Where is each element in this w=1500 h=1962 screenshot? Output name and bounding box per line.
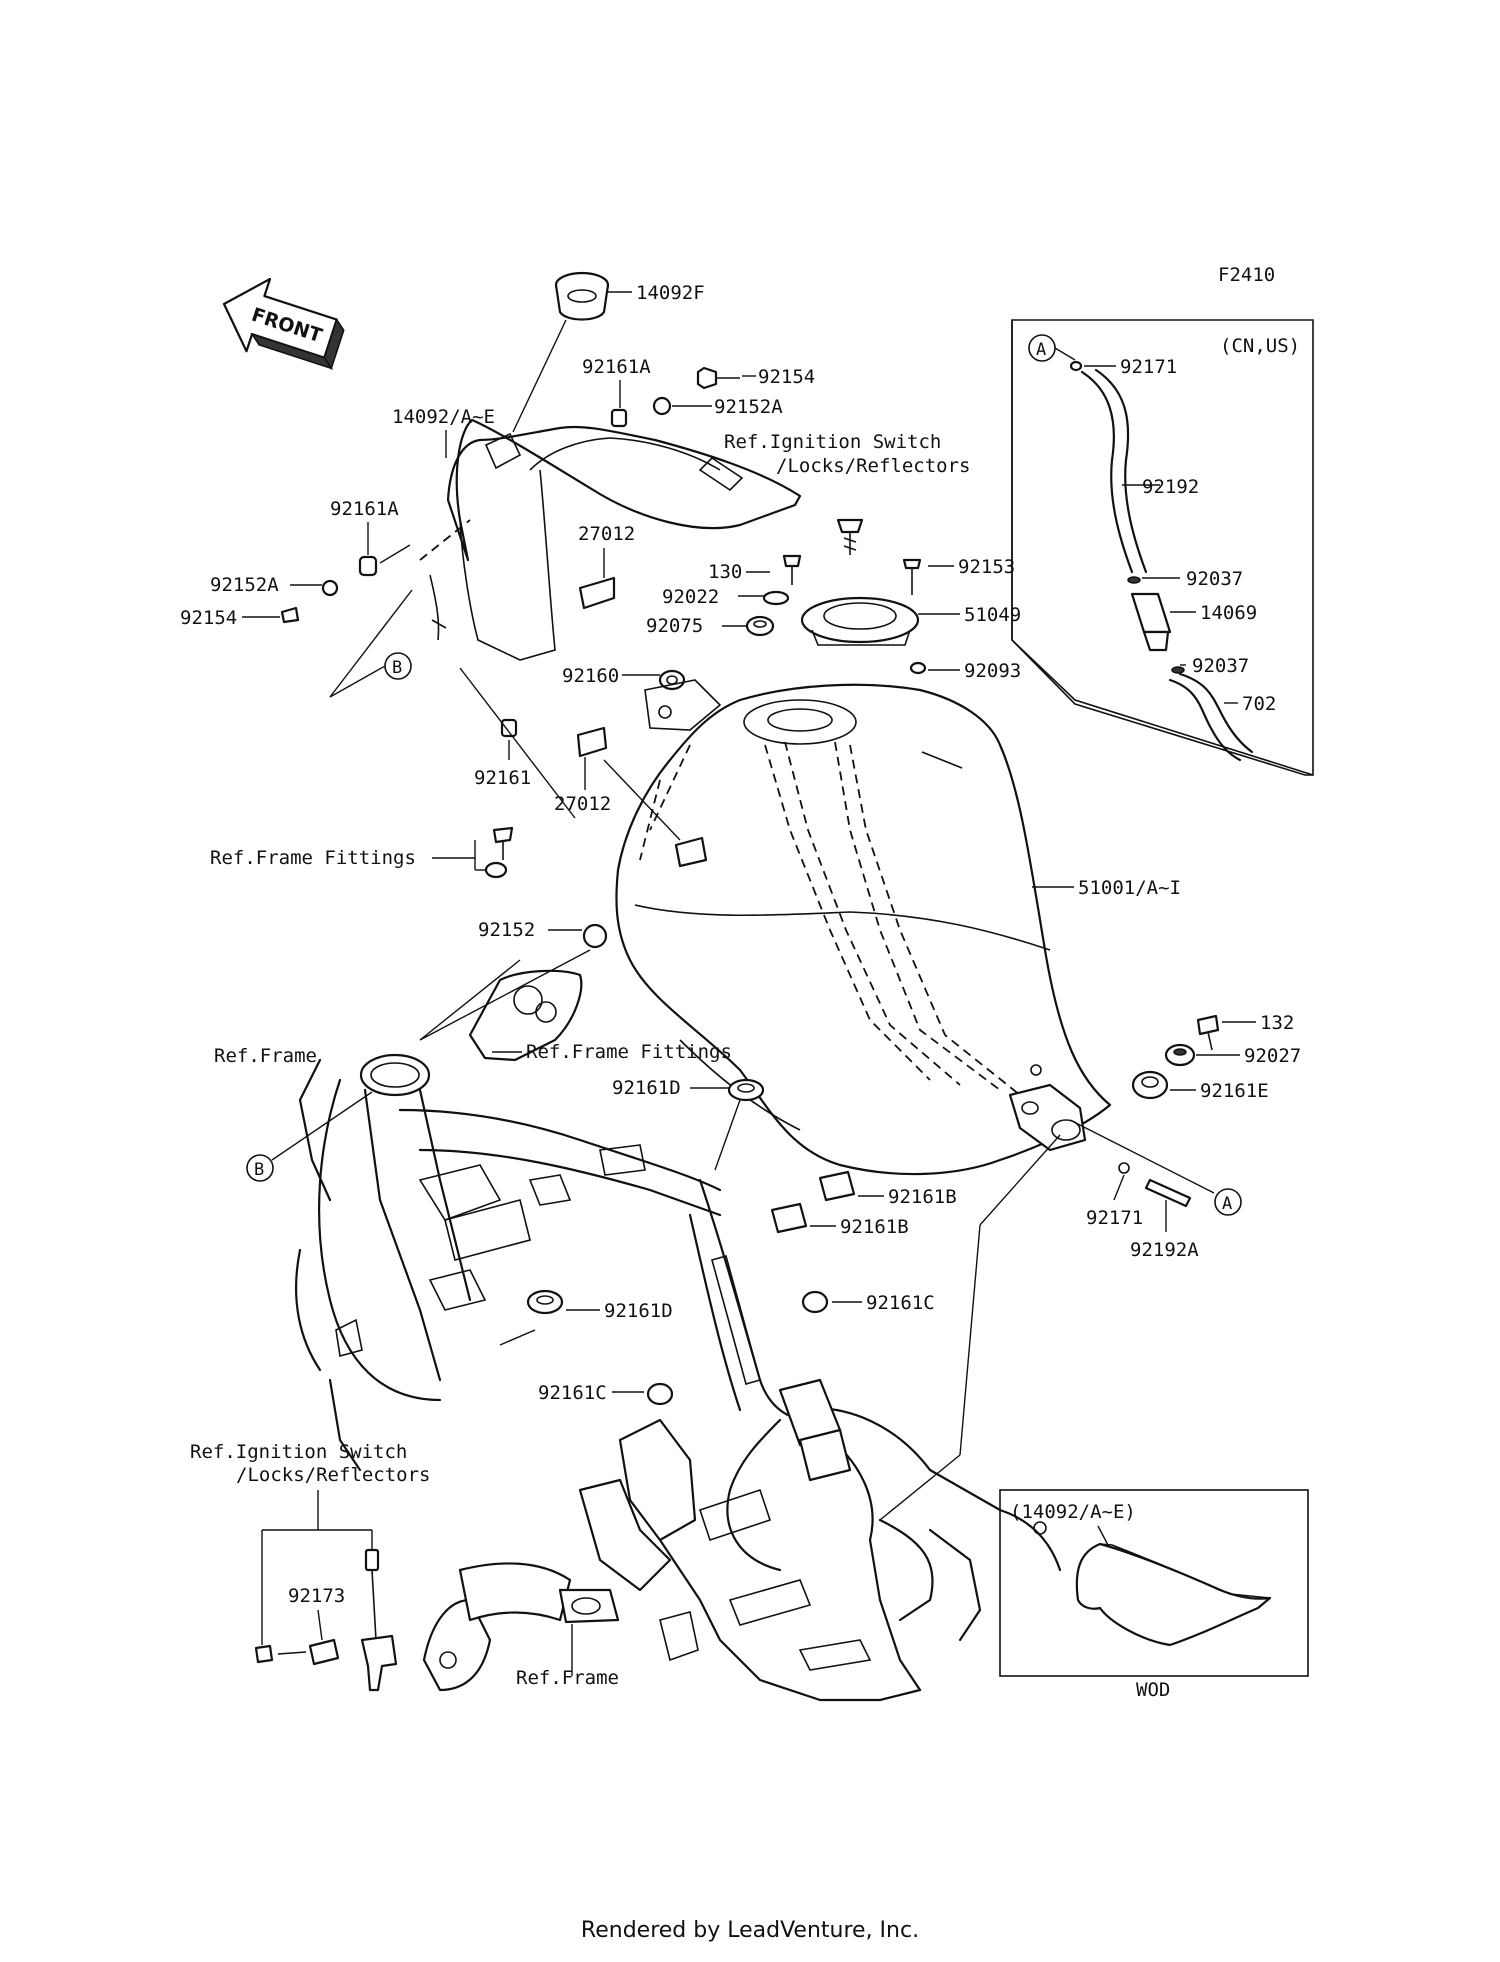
inset-wod-caption: WOD [1136,1679,1170,1701]
inset-wod: (14092/A~E) WOD [999,1489,1309,1701]
inset-region-label: (CN,US) [1220,335,1300,357]
callout-92161E: 92161E [1200,1080,1269,1102]
callout-92075: 92075 [646,615,703,637]
cap-plate-51049: 92153 51049 92093 [800,556,1021,682]
fasteners-left: 92161A 92152A 92154 [180,498,411,629]
grommet-92161D-top: 92161D [612,1077,765,1171]
marker-b-upper-label: B [392,658,402,678]
callout-92152A-top: 92152A [714,396,783,418]
callout-92161C-right: 92161C [866,1292,935,1314]
callout-92153: 92153 [958,556,1015,578]
tank-cover-14092 [419,418,802,661]
callout-92161B-1: 92161B [888,1186,957,1208]
callout-92161: 92161 [474,767,531,789]
render-credit: Rendered by LeadVenture, Inc. [580,1918,920,1943]
callout-27012-top: 27012 [578,523,635,545]
inset-callout-92171: 92171 [1120,356,1177,378]
fasteners-top: 92161A 92154 92152A [582,356,815,428]
inset-cn-us: (CN,US) A 92171 92192 92037 14069 92037 … [1011,319,1314,776]
decal-27012-top: 27012 [578,523,635,610]
inset-callout-92037-top: 92037 [1186,568,1243,590]
marker-b-upper: B [329,589,413,698]
marker-b-lower-label: B [254,1160,264,1180]
frame-structure [294,1053,1062,1702]
callout-92171-bottom: 92171 [1086,1207,1143,1229]
ref-ignition-bottom-line1: Ref.Ignition Switch [190,1441,407,1463]
grommet-92161: 92161 [474,718,531,789]
inset-callout-92192: 92192 [1142,476,1199,498]
callout-92161A-top: 92161A [582,356,651,378]
callout-92192A: 92192A [1130,1239,1199,1261]
callout-27012-mid: 27012 [554,793,611,815]
callout-92027: 92027 [1244,1045,1301,1067]
ref-frame-labels: Ref.Frame Ref.Frame Fittings [214,1041,732,1067]
front-arrow-icon: FRONT [222,277,345,371]
ref-ignition-bottom-line2: /Locks/Reflectors [236,1464,430,1486]
ignition-lock-assembly: Ref.Ignition Switch /Locks/Reflectors 92… [190,1441,620,1692]
callout-92161B-2: 92161B [840,1216,909,1238]
ref-frame-fittings-2: Ref.Frame Fittings [526,1041,732,1063]
ref-frame-1: Ref.Frame [214,1045,317,1067]
damper-92160: 92160 [562,665,686,691]
callout-51049: 51049 [964,604,1021,626]
fuel-tank-51001: 51001/A~I [615,679,1181,1176]
inset-callout-92037-bottom: 92037 [1192,655,1249,677]
callout-92152: 92152 [478,919,535,941]
callout-92173: 92173 [288,1585,345,1607]
ref-ignition-top-line1: Ref.Ignition Switch [724,431,941,453]
cap-14092F: 14092F [512,271,705,433]
bracket-92152: 92152 [419,919,608,1062]
callout-14092-AE: 14092/A~E [392,406,495,428]
ref-frame-fittings-upper: Ref.Frame Fittings [210,826,514,879]
marker-a-lower-label: A [1222,1194,1232,1214]
callout-51001: 51001/A~I [1078,877,1181,899]
ref-ignition-top-line2: /Locks/Reflectors [776,455,970,477]
pads-92161B: 92161B 92161B [770,1170,957,1238]
inset-callout-702: 702 [1242,693,1276,715]
fasteners-rear: 132 92027 92161E [1131,1012,1301,1102]
callout-92093: 92093 [964,660,1021,682]
callout-132: 132 [1260,1012,1294,1034]
callout-92161D-bottom: 92161D [604,1300,673,1322]
grommet-92161D-bottom: 92161D [499,1289,673,1346]
decal-27012-mid: 27012 [459,667,708,868]
callout-130: 130 [708,561,742,583]
screw-ignition-top [836,518,864,555]
inset-wod-header: (14092/A~E) [1010,1501,1136,1523]
callout-92161A-left: 92161A [330,498,399,520]
ref-frame-fittings-1: Ref.Frame Fittings [210,847,416,869]
inset-callout-14069: 14069 [1200,602,1257,624]
callout-92152A-left: 92152A [210,574,279,596]
fasteners-cap-area: 130 92022 92075 [646,554,802,637]
plugs-92161C: 92161C 92161C [538,1290,935,1406]
callout-92161C-left: 92161C [538,1382,607,1404]
callout-92161D-top: 92161D [612,1077,681,1099]
diagram-code: F2410 [1218,264,1275,286]
ref-frame-2: Ref.Frame [516,1667,619,1689]
marker-b-lower: B [246,1091,373,1182]
callout-92160: 92160 [562,665,619,687]
callout-92154-left: 92154 [180,607,237,629]
callout-92022: 92022 [662,586,719,608]
callout-92154-top: 92154 [758,366,815,388]
callout-14092F: 14092F [636,282,705,304]
hose-92192A: A 92171 92192A [1069,1119,1242,1261]
inset-marker-a: A [1036,340,1046,360]
